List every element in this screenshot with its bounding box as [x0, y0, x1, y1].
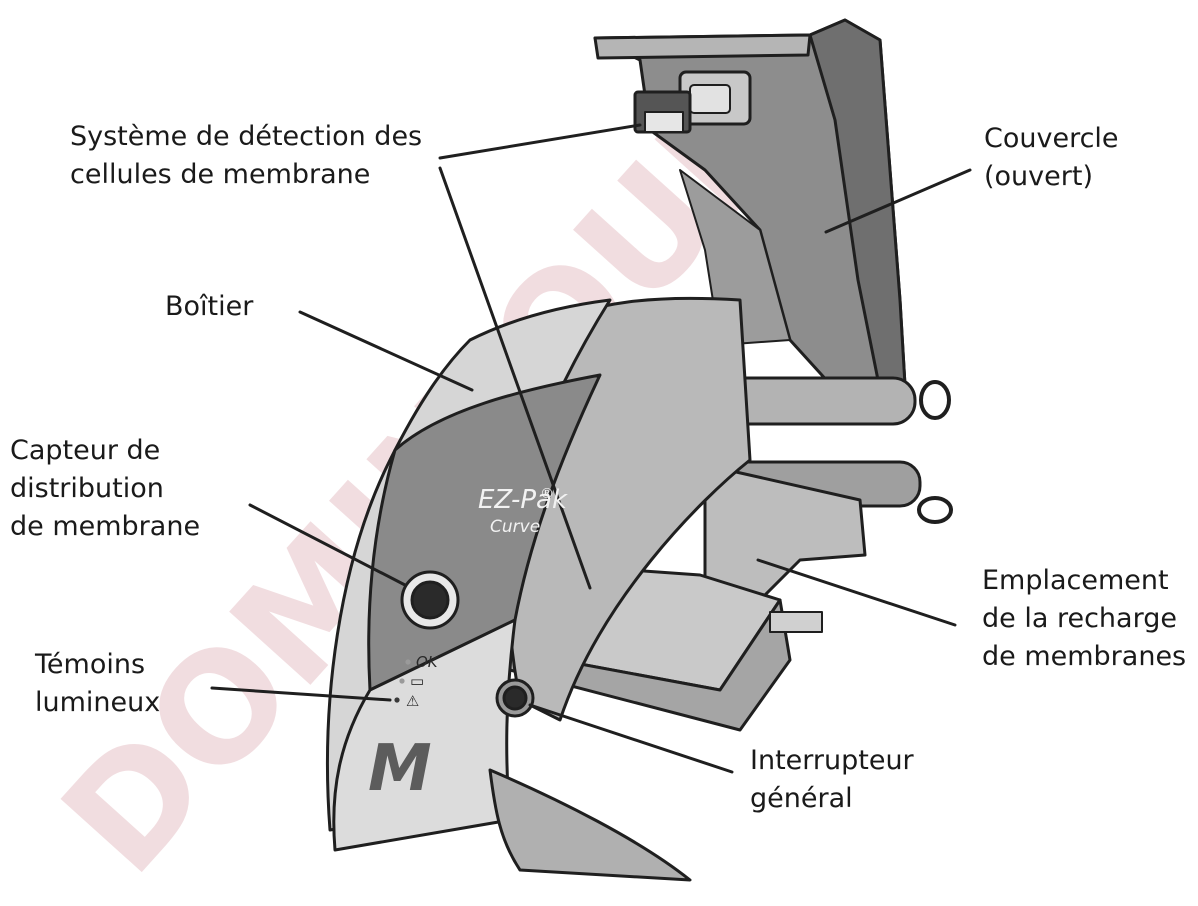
housing-illustration [326, 296, 752, 882]
label-power-switch: Interrupteur général [750, 742, 914, 818]
label-refill-line-2: de la recharge [982, 603, 1177, 634]
label-refill-line-1: Emplacement [982, 565, 1169, 596]
label-detection-system: Système de détection des cellules de mem… [70, 118, 422, 194]
leader-housing [298, 310, 474, 392]
label-detection-line-1: Système de détection des [70, 121, 423, 152]
label-housing: Boîtier [165, 288, 253, 326]
indicator-dot-refill [399, 678, 405, 684]
leader-sensor [248, 503, 407, 587]
brand-model: Curve [490, 517, 540, 537]
label-cover: Couvercle (ouvert) [984, 120, 1119, 196]
label-cover-line-2: (ouvert) [984, 161, 1093, 192]
label-leds-line-1: Témoins [35, 649, 146, 680]
label-sensor: Capteur de distribution de membrane [10, 432, 200, 546]
indicator-dot-warning [394, 697, 400, 703]
label-detection-line-2: cellules de membrane [70, 159, 371, 190]
label-switch-line-1: Interrupteur [750, 745, 914, 776]
brand-registered: ® [540, 486, 554, 502]
cover-illustration [593, 18, 951, 426]
leader-detection [438, 123, 642, 160]
label-indicator-lights: Témoins lumineux [35, 646, 160, 722]
indicator-refill-label: ▭ [410, 672, 424, 690]
indicator-dot-ok [405, 659, 411, 665]
label-sensor-line-2: distribution [10, 473, 164, 504]
leader-refill [756, 558, 957, 627]
leader-cover [824, 168, 972, 234]
logo: M [368, 732, 432, 806]
label-sensor-line-1: Capteur de [10, 435, 161, 466]
indicator-ok-label: OK [416, 653, 439, 671]
label-refill-slot: Emplacement de la recharge de membranes [982, 562, 1186, 676]
label-housing-line-1: Boîtier [165, 291, 254, 322]
label-leds-line-2: lumineux [35, 687, 161, 718]
leader-switch [528, 703, 734, 774]
leader-detection-2 [438, 166, 592, 590]
brand-name: EZ-Pak [478, 485, 568, 515]
leader-lines [210, 123, 972, 774]
label-sensor-line-3: de membrane [10, 511, 201, 542]
label-refill-line-3: de membranes [982, 641, 1187, 672]
indicator-warning-label: ⚠ [406, 692, 419, 710]
label-cover-line-1: Couvercle [984, 123, 1119, 154]
label-switch-line-2: général [750, 783, 853, 814]
leader-leds [210, 686, 392, 702]
indicator-lights: OK ▭ ⚠ [394, 653, 439, 710]
